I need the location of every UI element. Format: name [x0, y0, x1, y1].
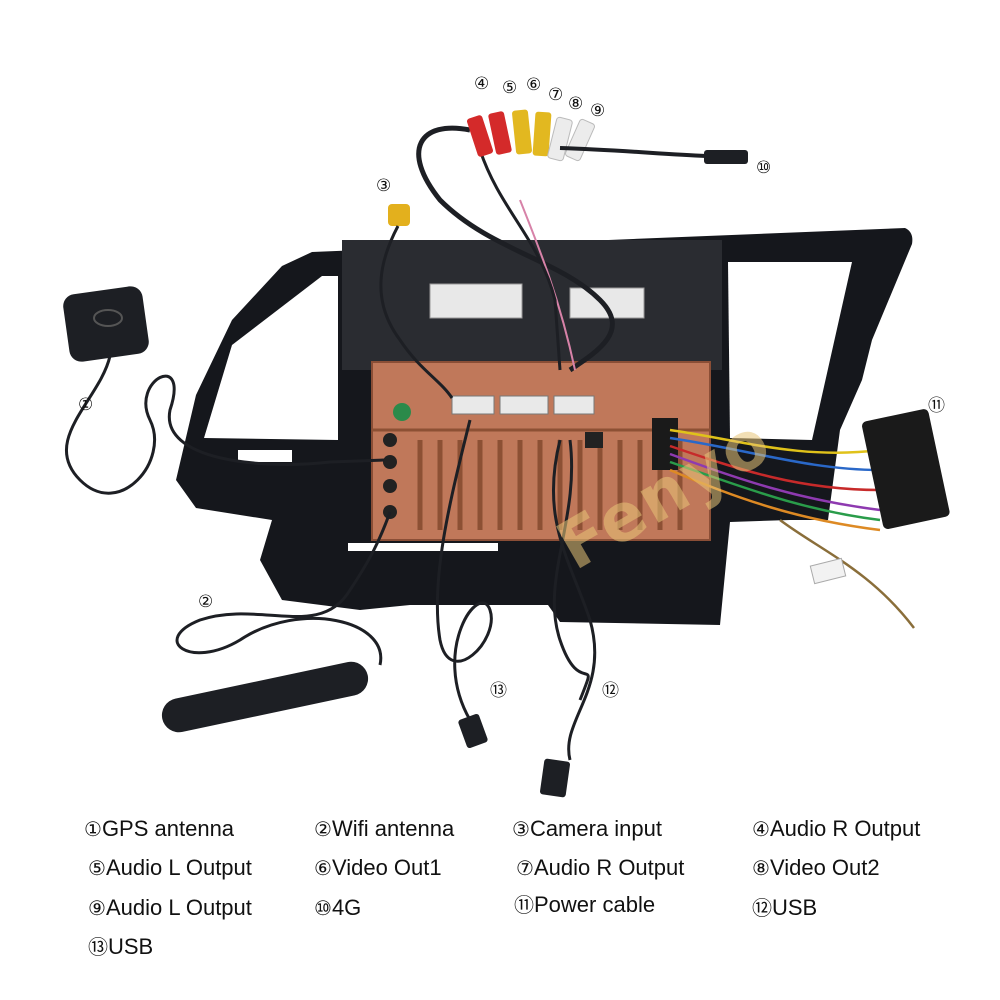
callout-5: ⑤ [502, 80, 517, 97]
camera-plug [388, 204, 410, 226]
legend-item-wifi: ②Wifi antenna [314, 818, 454, 840]
legend-item-video-out1: ⑥Video Out1 [314, 857, 442, 879]
connector-block-left [452, 396, 494, 414]
callout-3: ③ [376, 178, 391, 195]
rca-plug-6 [512, 109, 533, 154]
connector-block-right [554, 396, 594, 414]
legend-item-video-out2: ⑧Video Out2 [752, 857, 880, 879]
port-c [383, 479, 397, 493]
harness-label [810, 558, 845, 583]
callout-6: ⑥ [526, 77, 541, 94]
legend-item-audio-r-2: ⑦Audio R Output [516, 857, 684, 879]
legend-item-power: ⑪Power cable [514, 894, 655, 916]
port-a [383, 433, 397, 447]
wifi-antenna-stick [159, 659, 371, 736]
legend-item-usb-13: ⑬USB [88, 936, 153, 958]
head-unit-illustration [0, 0, 1000, 800]
legend-item-usb-12: ⑫USB [752, 897, 817, 919]
label-sticker-1 [430, 284, 522, 318]
port-b [383, 455, 397, 469]
gps-port [393, 403, 411, 421]
callout-2: ② [198, 594, 213, 611]
usb-plug-13 [458, 713, 489, 749]
4g-connector [704, 150, 748, 164]
usb-plug-12 [540, 758, 571, 797]
power-connector [861, 408, 950, 530]
label-sticker-2 [570, 288, 644, 318]
callout-12: ⑫ [602, 683, 619, 700]
callout-9: ⑨ [590, 103, 605, 120]
callout-7: ⑦ [548, 87, 563, 104]
callout-8: ⑧ [568, 96, 583, 113]
gps-antenna-puck [62, 285, 151, 363]
legend-item-audio-r-1: ④Audio R Output [752, 818, 920, 840]
callout-11: ⑪ [928, 398, 945, 415]
callout-13: ⑬ [490, 683, 507, 700]
callout-4: ④ [474, 76, 489, 93]
callout-1: ① [78, 397, 93, 414]
left-small-slot [238, 450, 292, 462]
legend-item-4g: ⑩4G [314, 897, 361, 919]
legend-item-audio-l-2: ⑨Audio L Output [88, 897, 252, 919]
legend-item-camera: ③Camera input [512, 818, 662, 840]
legend-item-gps: ①GPS antenna [84, 818, 234, 840]
bottom-slot [348, 543, 498, 551]
legend-item-audio-l-1: ⑤Audio L Output [88, 857, 252, 879]
callout-10: ⑩ [756, 160, 771, 177]
usb-port [585, 432, 603, 448]
connector-block-mid [500, 396, 548, 414]
